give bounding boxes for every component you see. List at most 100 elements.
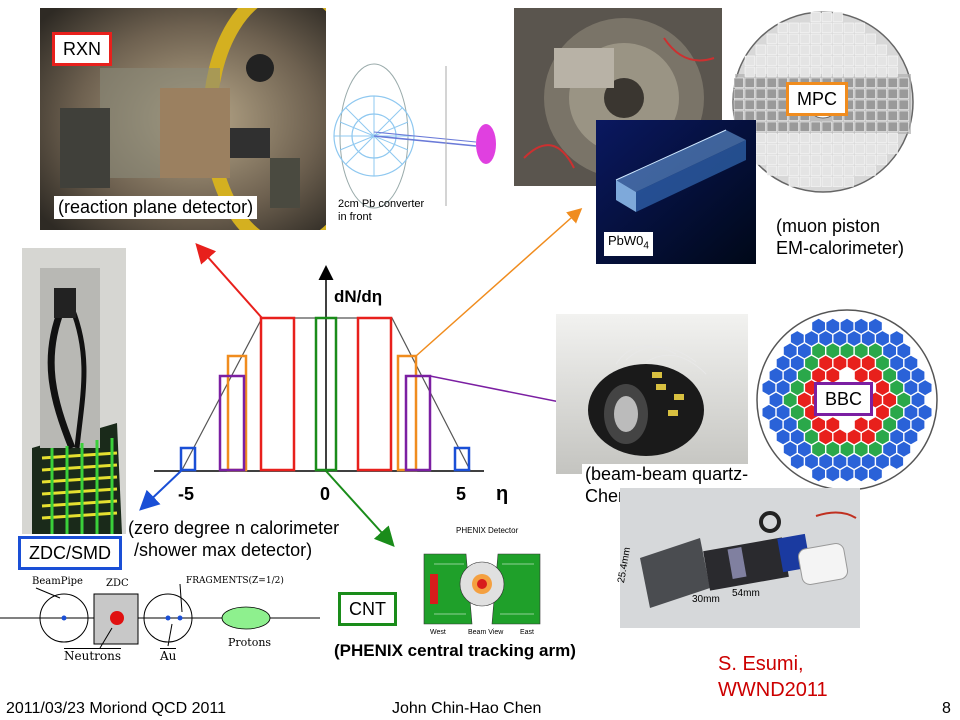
mpc-crystal-cell: [766, 132, 777, 143]
bbc-quartz-element: [819, 454, 833, 469]
mpc-crystal-cell: [810, 176, 821, 187]
bbc-quartz-element: [897, 417, 911, 432]
mpc-crystal-cell: [788, 176, 799, 187]
bbc-quartz-element: [783, 417, 797, 432]
bbc-quartz-element: [790, 454, 804, 469]
mpc-crystal-cell: [865, 66, 876, 77]
bbc-quartz-element: [769, 417, 783, 432]
mpc-crystal-cell: [766, 165, 777, 176]
mpc-crystal-cell: [777, 55, 788, 66]
mpc-crystal-cell: [810, 11, 821, 22]
mpc-crystal-cell: [854, 154, 865, 165]
bbc-quartz-element: [861, 355, 875, 371]
mpc-crystal-cell: [898, 121, 909, 132]
mpc-crystal-cell: [832, 154, 843, 165]
mpc-crystal-cell: [766, 55, 777, 66]
footer-author: John Chin-Hao Chen: [392, 700, 542, 717]
cnt-box: [314, 316, 338, 472]
mpc-crystal-cell: [755, 55, 766, 66]
bbc-quartz-element: [876, 454, 889, 469]
mpc-crystal-cell: [898, 77, 909, 88]
bbc-quartz-element: [890, 331, 904, 346]
mpc-crystal-cell: [821, 165, 832, 176]
bbc-quartz-element: [783, 441, 797, 457]
bbc-pmt-photo: [620, 488, 860, 628]
cnt-arrow: [325, 470, 395, 547]
mpc-crystal-cell: [832, 66, 843, 77]
mpc-crystal-cell: [832, 22, 843, 33]
bbc-quartz-element: [847, 454, 861, 469]
mpc-crystal-cell: [887, 77, 898, 88]
mpc-crystal-cell: [788, 33, 799, 44]
bbc-quartz-element: [847, 429, 861, 445]
footer-date: 2011/03/23 Moriond QCD 2011: [6, 700, 226, 717]
mpc-crystal-cell: [777, 132, 788, 143]
bbc-quartz-element: [869, 417, 882, 432]
bbc-quartz-element: [883, 343, 896, 359]
credit-line2: WWND2011: [718, 679, 828, 701]
bbc-quartz-element: [798, 392, 811, 408]
mpc-crystal-cell: [777, 44, 788, 55]
bbc-quartz-element: [819, 355, 833, 371]
mpc-crystal-cell: [788, 165, 799, 176]
mpc-crystal-cell: [755, 110, 766, 121]
bbc-quartz-element: [890, 355, 904, 371]
mpc-crystal-cell: [755, 88, 766, 99]
bbc-quartz-element: [783, 368, 797, 383]
bbc-box-left: [218, 374, 246, 472]
mpc-crystal-cell: [799, 154, 810, 165]
mpc-crystal-cell: [744, 77, 755, 88]
mpc-crystal-cell: [799, 55, 810, 66]
bbc-quartz-element: [883, 368, 896, 383]
mpc-crystal-cell: [865, 121, 876, 132]
mpc-crystal-cell: [887, 143, 898, 154]
bbc-quartz-element: [798, 343, 811, 359]
bbc-quartz-element: [776, 380, 790, 396]
mpc-crystal-cell: [755, 77, 766, 88]
bbc-quartz-element: [840, 343, 854, 359]
bbc-label: BBC: [814, 382, 874, 416]
mpc-crystal-cell: [766, 33, 777, 44]
mpc-label: MPC: [786, 82, 848, 116]
mpc-crystal-cell: [876, 44, 887, 55]
pmt-dimension-length2: 54mm: [732, 588, 760, 599]
bbc-quartz-element: [812, 343, 825, 359]
phenix-west: West: [430, 629, 446, 636]
bbc-quartz-element: [904, 355, 918, 371]
mpc-crystal-cell: [733, 88, 744, 99]
mpc-crystal-cell: [777, 143, 788, 154]
bbc-quartz-element: [897, 392, 911, 408]
mpc-crystal-cell: [832, 143, 843, 154]
bbc-quartz-element: [812, 441, 825, 457]
mpc-crystal-cell: [865, 154, 876, 165]
bbc-quartz-element: [833, 429, 847, 445]
mpc-crystal-cell: [777, 121, 788, 132]
mpc-crystal-cell: [854, 88, 865, 99]
rxn-description: (reaction plane detector): [54, 196, 258, 219]
mpc-crystal-cell: [755, 121, 766, 132]
bbc-quartz-element: [876, 380, 889, 396]
bbc-quartz-element: [904, 380, 918, 396]
bbc-quartz-element: [869, 368, 882, 383]
mpc-arrow: [415, 208, 583, 357]
mpc-crystal-cell: [744, 55, 755, 66]
mpc-crystal-cell: [777, 66, 788, 77]
bbc-quartz-element: [776, 404, 790, 420]
mpc-crystal-cell: [766, 110, 777, 121]
bbc-quartz-element: [769, 368, 783, 383]
cnt-label: CNT: [338, 592, 397, 626]
mpc-crystal-cell: [821, 66, 832, 77]
bbc-quartz-element: [890, 454, 904, 469]
mpc-crystal-cell: [799, 66, 810, 77]
footer-page-number: 8: [942, 700, 951, 717]
mpc-crystal-cell: [887, 88, 898, 99]
bbc-quartz-element: [833, 331, 847, 346]
mpc-crystal-cell: [799, 132, 810, 143]
bbc-quartz-element: [826, 318, 840, 334]
phenix-east: East: [520, 629, 535, 636]
mpc-crystal-cell: [854, 66, 865, 77]
bbc-quartz-element: [897, 441, 911, 457]
mpc-crystal-cell: [788, 66, 799, 77]
mpc-crystal-cell: [810, 66, 821, 77]
mpc-crystal-cell: [865, 77, 876, 88]
